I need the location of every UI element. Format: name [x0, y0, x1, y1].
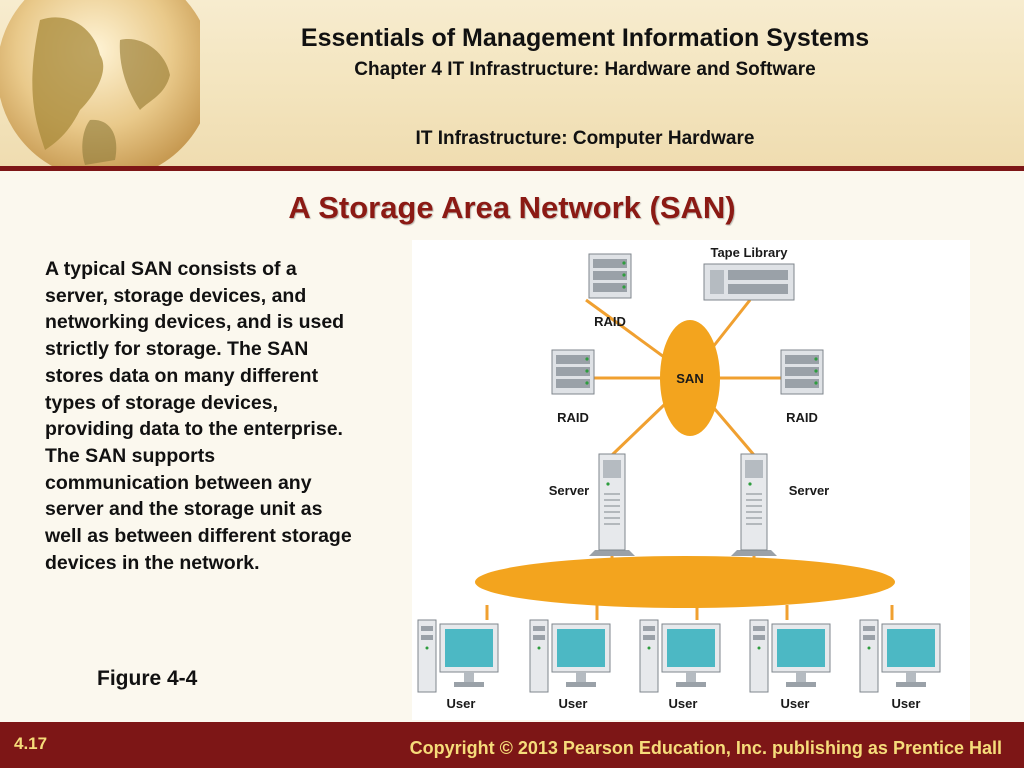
user-label-2: User — [559, 696, 588, 711]
chapter-title: Chapter 4 IT Infrastructure: Hardware an… — [354, 59, 816, 80]
tape-library-label: Tape Library — [710, 245, 788, 260]
raid-top: RAID — [588, 253, 632, 329]
slide-title: A Storage Area Network (SAN) — [288, 190, 736, 225]
server-right-label: Server — [789, 483, 829, 498]
raid-left-label: RAID — [557, 410, 589, 425]
san-diagram: SAN Tape Library RAID RAID RAID Server — [412, 240, 970, 720]
course-title: Essentials of Management Information Sys… — [300, 24, 870, 52]
slide-header: Essentials of Management Information Sys… — [0, 0, 1024, 168]
san-hub-label: SAN — [676, 371, 703, 386]
raid-right-label: RAID — [786, 410, 818, 425]
raid-right: RAID — [780, 349, 824, 425]
body-text: A typical SAN consists of a server, stor… — [45, 258, 352, 574]
user-label-1: User — [447, 696, 476, 711]
user-workstation-1: User — [417, 619, 499, 711]
slide-footer: 4.17 Copyright © 2013 Pearson Education,… — [0, 722, 1024, 768]
user-workstation-2: User — [529, 619, 611, 711]
raid-top-label: RAID — [594, 314, 626, 329]
user-label-3: User — [669, 696, 698, 711]
globe-image — [0, 0, 200, 168]
user-workstation-5: User — [859, 619, 941, 711]
raid-left: RAID — [551, 349, 595, 425]
user-label-4: User — [781, 696, 810, 711]
user-network — [475, 556, 895, 608]
user-label-5: User — [892, 696, 921, 711]
san-hub: SAN — [660, 320, 720, 436]
server-left: Server — [549, 453, 636, 557]
tape-library: Tape Library — [703, 245, 795, 301]
server-right: Server — [730, 453, 829, 557]
header-divider — [0, 166, 1024, 171]
figure-caption: Figure 4-4 — [97, 667, 198, 690]
server-left-label: Server — [549, 483, 589, 498]
user-workstation-3: User — [639, 619, 721, 711]
slide-number: 4.17 — [14, 734, 48, 753]
user-workstation-4: User — [749, 619, 831, 711]
section-title: IT Infrastructure: Computer Hardware — [415, 128, 755, 149]
copyright-notice: Copyright © 2013 Pearson Education, Inc.… — [409, 738, 1002, 758]
